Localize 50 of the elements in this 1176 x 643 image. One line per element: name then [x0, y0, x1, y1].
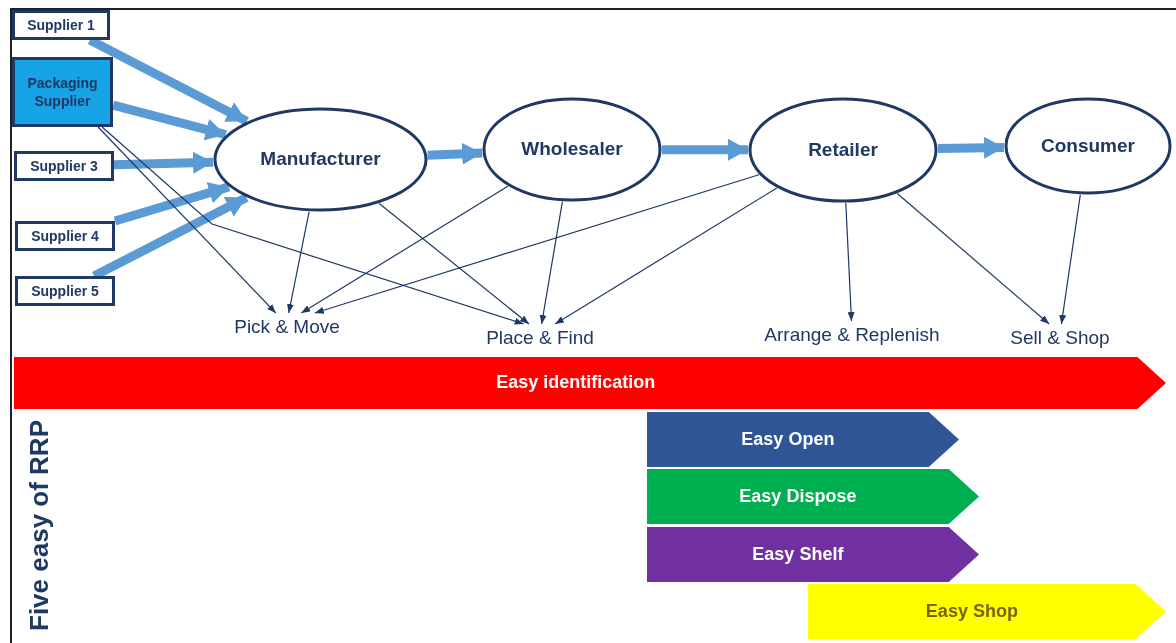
- block-arrow: [937, 136, 1005, 159]
- node-label: Wholesaler: [521, 137, 623, 162]
- banner-label: Easy identification: [496, 371, 656, 395]
- arrow: [554, 187, 778, 325]
- arrow: [1059, 194, 1081, 325]
- arrow-banner: [647, 469, 979, 524]
- arrow-banner: [808, 584, 1166, 639]
- activity-label: Arrange & Replenish: [764, 322, 940, 347]
- activity-label: Place & Find: [486, 325, 594, 350]
- node-label: Consumer: [1041, 133, 1135, 158]
- node-label: Manufacturer: [260, 147, 381, 172]
- arrow: [97, 126, 277, 314]
- arrow: [300, 185, 509, 314]
- supplier-box: [12, 10, 110, 40]
- ellipse-node: [748, 97, 938, 203]
- node-label: Packaging Supplier: [26, 73, 99, 111]
- arrow: [314, 174, 760, 314]
- banner-label: Easy Dispose: [739, 484, 857, 508]
- activity-label: Sell & Shop: [1010, 325, 1110, 350]
- arrow: [101, 126, 525, 325]
- node-label: Supplier 1: [27, 15, 95, 35]
- arrow: [896, 192, 1050, 325]
- arrow: [539, 201, 563, 325]
- ellipse-node: [1004, 97, 1172, 195]
- arrow: [378, 202, 530, 325]
- block-arrow: [111, 100, 227, 141]
- arrow: [845, 202, 855, 322]
- arrow-banner: [647, 412, 959, 467]
- activity-label: Pick & Move: [234, 314, 340, 339]
- block-arrow: [662, 138, 748, 161]
- node-label: Supplier 4: [31, 226, 99, 246]
- supplier-box: [12, 57, 113, 127]
- banner-label: Easy Shelf: [752, 542, 844, 566]
- arrow: [287, 211, 310, 314]
- block-arrow: [113, 151, 214, 174]
- supplier-box: [15, 276, 115, 306]
- arrow-banner: [14, 357, 1166, 409]
- arrow-banner: [647, 527, 979, 582]
- block-arrow: [113, 182, 231, 226]
- supplier-box: [14, 151, 114, 181]
- block-arrow: [427, 142, 483, 165]
- banner-label: Easy Shop: [925, 599, 1018, 623]
- node-label: Retailer: [808, 137, 878, 162]
- side-title: Five easy of RRP: [23, 419, 55, 633]
- ellipse-node: [213, 107, 428, 212]
- node-label: Supplier 3: [30, 156, 98, 176]
- node-label: Supplier 5: [31, 281, 99, 301]
- ellipse-node: [482, 97, 662, 202]
- supplier-box: [15, 221, 115, 251]
- banner-label: Easy Open: [741, 427, 835, 451]
